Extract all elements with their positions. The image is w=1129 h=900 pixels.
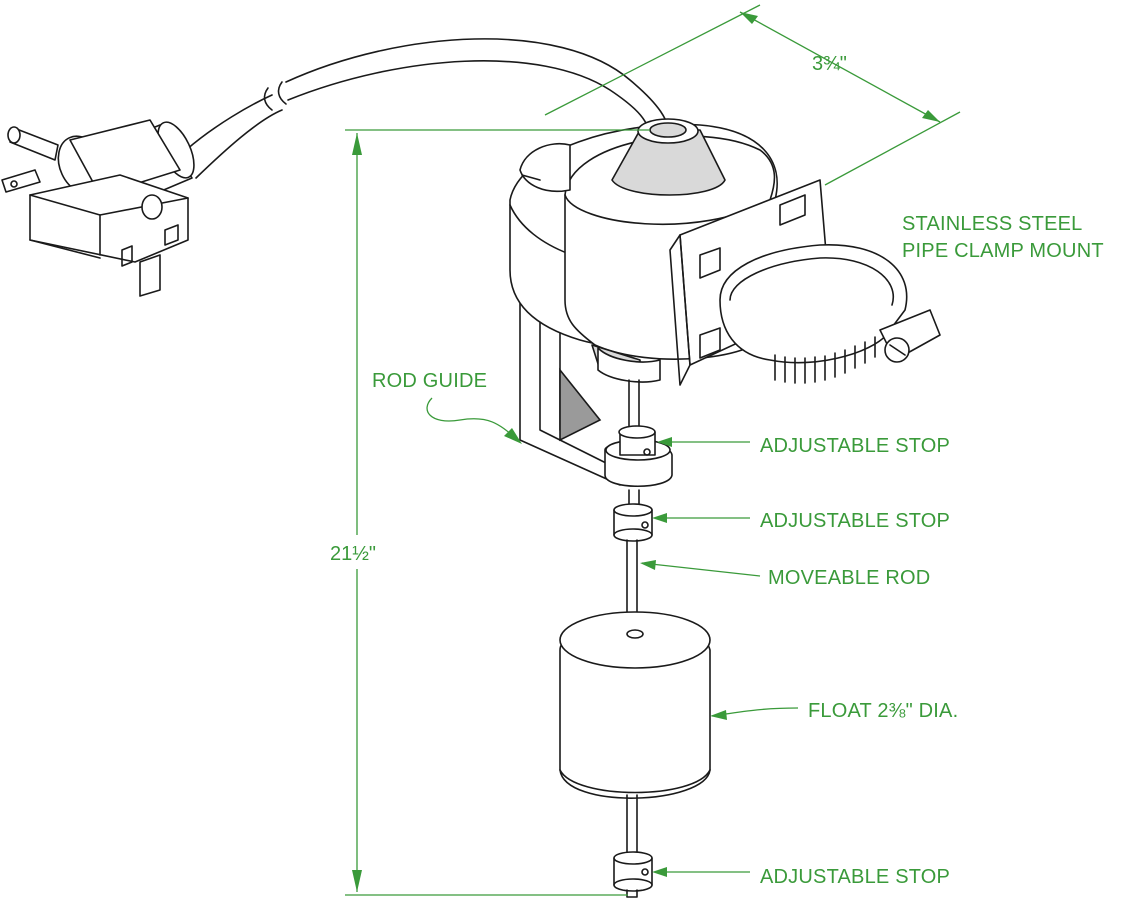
height-dimension (325, 129, 650, 896)
clamp-label-line2: PIPE CLAMP MOUNT (902, 240, 1104, 262)
leader-lines (426, 397, 799, 877)
power-plug (1, 38, 671, 297)
rod-guide-label: ROD GUIDE (372, 370, 487, 392)
float-label: FLOAT 2⅜" DIA. (808, 700, 958, 722)
adjustable-stop-label-2: ADJUSTABLE STOP (760, 510, 950, 532)
moveable-rod-label: MOVEABLE ROD (768, 567, 930, 589)
width-dimension-label: 3¾" (812, 53, 847, 75)
width-dimension (544, 4, 961, 186)
adjustable-stop-label-3: ADJUSTABLE STOP (760, 866, 950, 888)
pipe-clamp-mount (669, 179, 941, 386)
clamp-label-line1: STAINLESS STEEL (902, 213, 1082, 235)
adjustable-stop-label-1: ADJUSTABLE STOP (760, 435, 950, 457)
height-dimension-label: 21½" (330, 543, 376, 565)
float-assembly (559, 379, 711, 898)
